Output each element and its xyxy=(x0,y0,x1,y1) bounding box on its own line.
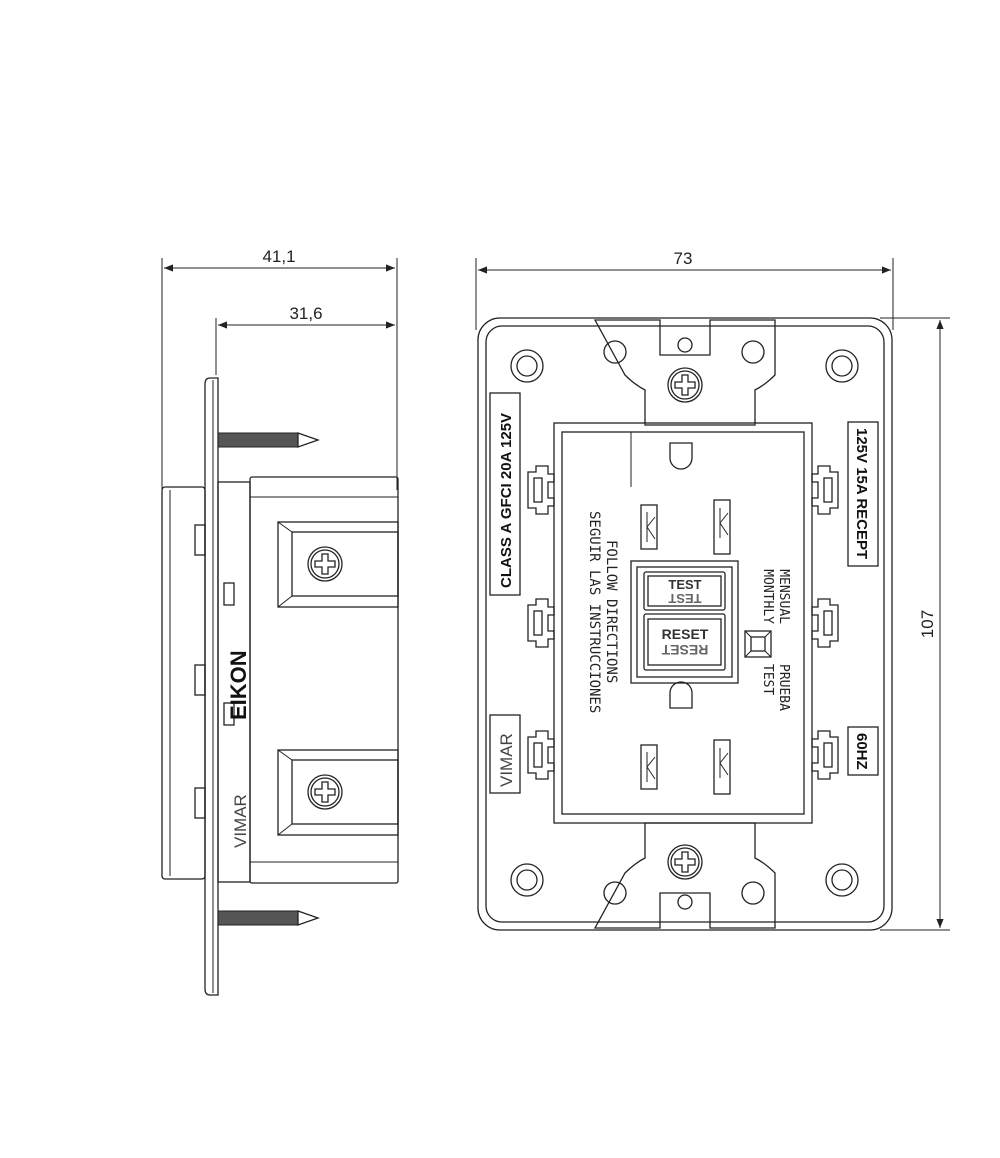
hot-slot-icon xyxy=(713,739,731,795)
reset-button[interactable]: RESET RESET xyxy=(643,613,726,671)
rating-label: CLASS A GFCI 20A 125V xyxy=(498,413,515,588)
mensual-label: MENSUAL xyxy=(776,569,791,624)
series-logo: EIKON xyxy=(226,650,251,720)
brand-logo-front: VIMAR xyxy=(497,733,516,787)
mounting-screw-icon xyxy=(667,844,703,880)
outlet-top xyxy=(640,442,731,555)
module-body-side xyxy=(249,476,399,884)
dimension-depth-total: 41,1 xyxy=(262,247,295,266)
plate-screw-hole-icon xyxy=(510,349,859,897)
terminal-screw-icon xyxy=(307,774,343,810)
reset-button-label: RESET xyxy=(662,626,709,642)
dimension-width: 73 xyxy=(674,249,693,268)
ground-slot-icon xyxy=(669,681,693,709)
receptacle-rating-box xyxy=(847,421,879,567)
dimension-depth-module: 31,6 xyxy=(289,304,322,323)
outlet-bottom xyxy=(640,681,731,795)
dimension-height: 107 xyxy=(918,610,937,638)
reset-button-label-inverted: RESET xyxy=(661,642,708,658)
mounting-screw-top-icon xyxy=(217,432,320,448)
ground-slot-icon xyxy=(669,442,693,470)
receptacle-face xyxy=(561,431,805,815)
yoke-top xyxy=(593,319,776,426)
receptacle-rating-label: 125V 15A RECEPT xyxy=(853,428,870,559)
prueba-label: PRUEBA xyxy=(776,664,791,711)
test-button-label-inverted: TEST xyxy=(668,591,701,606)
instructions-spanish: SEGUIR LAS INSTRUCCIONES xyxy=(586,511,602,713)
mounting-screw-icon xyxy=(667,367,703,403)
terminal-screw-icon xyxy=(307,546,343,582)
brand-box xyxy=(489,714,521,794)
brand-logo-side: VIMAR xyxy=(231,794,250,848)
yoke-bottom xyxy=(593,822,776,929)
test-button[interactable]: TEST TEST xyxy=(643,571,726,611)
cover-plate-side xyxy=(204,377,219,996)
mounting-screw-bottom-icon xyxy=(217,910,320,926)
neutral-slot-icon xyxy=(640,744,658,790)
front-view: 73 107 xyxy=(475,249,950,931)
receptacle-frame xyxy=(553,422,813,824)
rating-label-box xyxy=(489,392,521,596)
terminal-top xyxy=(277,521,399,608)
instructions-english: FOLLOW DIRECTIONS xyxy=(603,540,619,683)
test-label: TEST xyxy=(760,664,775,695)
terminal-bottom xyxy=(277,749,399,836)
hot-slot-icon xyxy=(713,499,731,555)
neutral-slot-icon xyxy=(640,504,658,550)
frequency-label: 60HZ xyxy=(853,733,870,770)
monthly-label: MONTHLY xyxy=(760,569,775,624)
test-button-label: TEST xyxy=(668,577,701,592)
side-view: 41,1 31,6 xyxy=(161,247,399,996)
front-cover-side xyxy=(161,486,206,880)
cover-plate xyxy=(477,317,893,931)
frequency-box xyxy=(847,726,879,776)
indicator-light-icon xyxy=(744,630,772,658)
